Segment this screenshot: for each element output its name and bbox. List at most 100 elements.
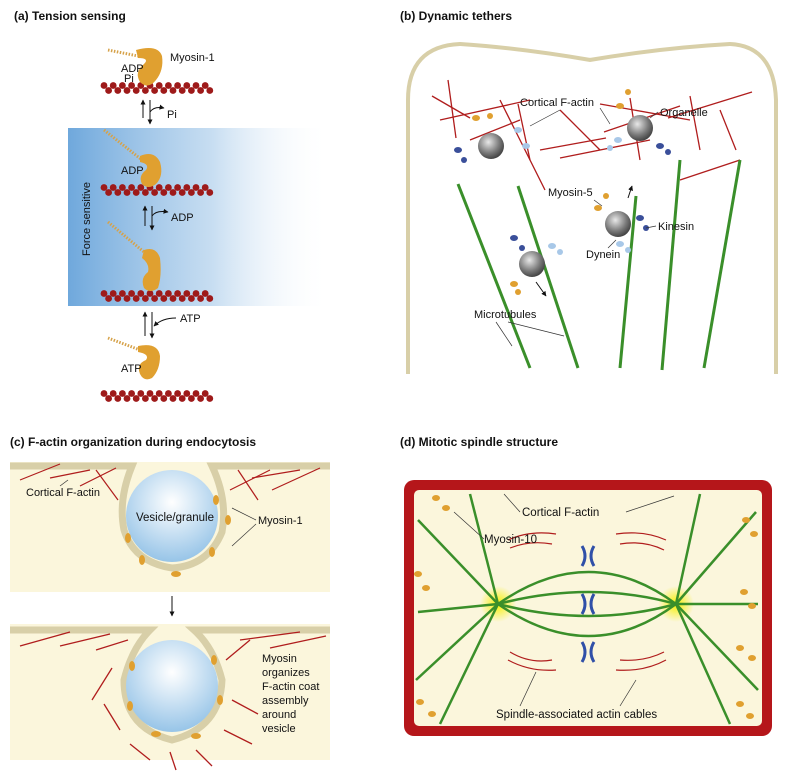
atp-binding-label: ATP (180, 313, 201, 325)
actin-bead (188, 87, 195, 94)
myosin1-motor-4 (107, 336, 160, 380)
actin-bead (105, 295, 112, 302)
actin-bead (100, 390, 108, 397)
actin-bead (128, 390, 136, 397)
actin-bead (201, 82, 209, 89)
actin-bead (114, 295, 122, 302)
actin-filament-2 (100, 184, 214, 196)
caption-line-3: F-actin coat (262, 681, 319, 693)
actin-bead (137, 290, 145, 297)
cortical-factin-label-c: Cortical F-actin (26, 487, 100, 499)
actin-bead (165, 184, 172, 191)
panel-b: (b) Dynamic tethers (400, 9, 778, 374)
vesicle-top (126, 470, 218, 562)
microtubules-b (456, 159, 742, 371)
actin-bead (169, 295, 177, 302)
actin-bead (109, 184, 117, 191)
actin-bead (137, 390, 145, 397)
myosin1-motor-1 (107, 48, 163, 86)
spindle-microtubules (415, 493, 759, 725)
actin-bead (123, 189, 131, 196)
actin-bead (201, 184, 209, 191)
caption-line-2: organizes (262, 667, 310, 679)
actin-bead (128, 82, 136, 89)
dynein-label: Dynein (586, 249, 620, 261)
myosin1-label-c: Myosin-1 (258, 515, 303, 527)
actin-bead (174, 184, 182, 191)
actin-bead (128, 184, 136, 191)
myosin1-on-vesicle-bottom (127, 655, 223, 739)
actin-bead (160, 189, 168, 196)
actin-bead (206, 87, 214, 94)
actin-bead (160, 395, 168, 402)
actin-bead (155, 390, 163, 397)
panel-d: (d) Mitotic spindle structure (400, 435, 772, 736)
actin-bead (100, 290, 108, 297)
panel-c-title: (c) F-actin organization during endocyto… (10, 435, 256, 449)
actin-bead (188, 295, 195, 302)
membrane-top (10, 462, 330, 572)
actin-bead (114, 395, 122, 402)
caption-line-1: Myosin (262, 653, 297, 665)
actin-bead (119, 390, 126, 397)
spindle-actin-cables (507, 532, 667, 671)
actin-bead (142, 295, 149, 302)
actin-bead (132, 295, 140, 302)
pi-release-label: Pi (167, 109, 177, 121)
actin-bead (151, 189, 159, 196)
actin-bead (123, 295, 131, 302)
organelle-2 (607, 89, 671, 155)
panel-c: (c) F-actin organization during endocyto… (10, 435, 330, 771)
actin-bead (192, 82, 200, 89)
actin-bead (137, 184, 145, 191)
kinetochores (580, 545, 596, 663)
actin-bead (201, 390, 209, 397)
actin-bead (165, 290, 172, 297)
myosin1-motor-2 (103, 128, 162, 187)
actin-bead (114, 189, 122, 196)
organelle-4 (510, 235, 563, 295)
myosin1-label: Myosin-1 (170, 52, 215, 64)
actin-bead (197, 189, 205, 196)
actin-bead (169, 87, 177, 94)
myosin5-label: Myosin-5 (548, 187, 593, 199)
actin-bead (128, 290, 136, 297)
actin-bead (146, 290, 154, 297)
actin-bead (155, 184, 163, 191)
caption-line-5: around (262, 709, 296, 721)
actin-bead (160, 295, 168, 302)
organelle-3 (594, 193, 649, 253)
actin-bead (174, 390, 182, 397)
actin-bead (174, 290, 182, 297)
actin-bead (183, 184, 191, 191)
actin-bead (123, 87, 131, 94)
actin-bead (169, 189, 177, 196)
actin-bead (192, 390, 200, 397)
actin-bead (132, 395, 140, 402)
adp-pi-label: ADP (121, 63, 144, 75)
actin-bead (201, 290, 209, 297)
actin-bead (123, 395, 131, 402)
actin-bead (178, 87, 186, 94)
myosin10-d (414, 495, 758, 719)
actin-bead (151, 395, 159, 402)
actin-bead (100, 82, 108, 89)
actin-bead (165, 390, 172, 397)
actin-bead (105, 395, 112, 402)
panel-a: (a) Tension sensing Force sensitive Myos… (14, 9, 330, 402)
actin-bead (183, 82, 191, 89)
force-sensitive-region (68, 128, 330, 306)
actin-bead (160, 87, 168, 94)
cortical-factin-top (19, 463, 321, 501)
cortical-factin-label-b: Cortical F-actin (520, 97, 594, 109)
actin-bead (178, 395, 186, 402)
cortical-factin-label-d: Cortical F-actin (522, 507, 599, 519)
actin-bead (151, 295, 159, 302)
actin-bead (165, 82, 172, 89)
actin-bead (155, 82, 163, 89)
actin-bead (119, 290, 126, 297)
actin-bead (132, 87, 140, 94)
caption-line-4: assembly (262, 695, 309, 707)
actin-bead (114, 87, 122, 94)
